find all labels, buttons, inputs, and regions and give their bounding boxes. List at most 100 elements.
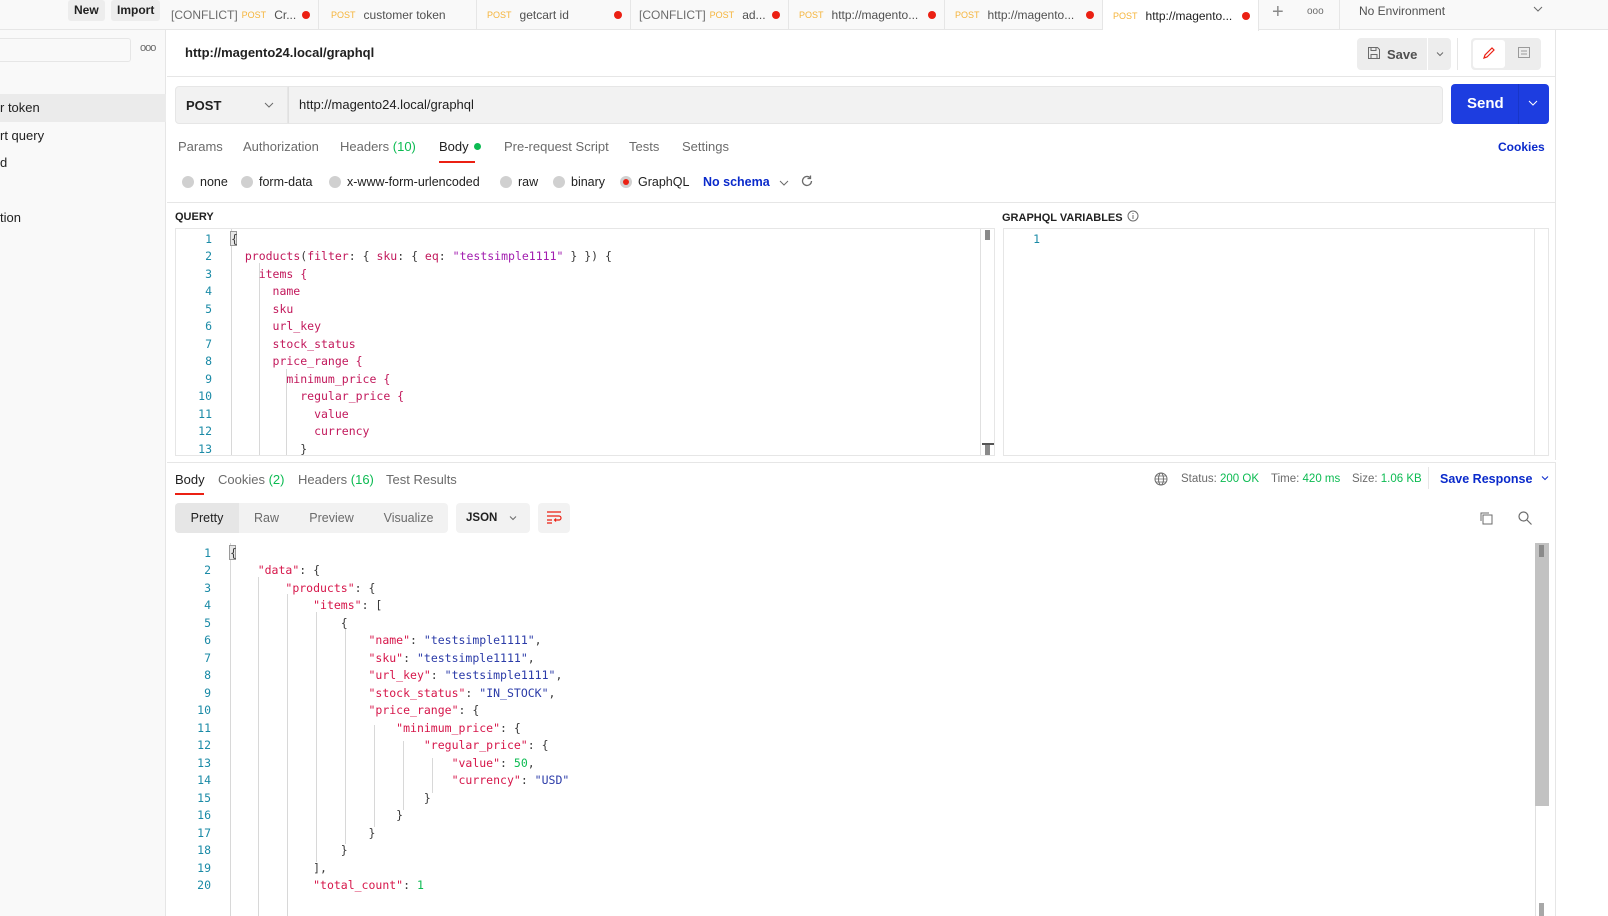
radio-label: form-data bbox=[259, 175, 313, 189]
view-preview[interactable]: Preview bbox=[309, 511, 354, 525]
search-icon[interactable] bbox=[1517, 510, 1533, 529]
sidebar-item[interactable]: r token bbox=[0, 94, 166, 122]
status-info: Status: 200 OK bbox=[1181, 473, 1259, 485]
chevron-down-icon[interactable] bbox=[778, 177, 790, 192]
tab-label: Headers bbox=[340, 139, 390, 154]
view-raw[interactable]: Raw bbox=[253, 511, 279, 525]
tab-headers[interactable]: Headers (10) bbox=[340, 139, 416, 154]
method-label: POST bbox=[799, 10, 824, 20]
copy-icon[interactable] bbox=[1478, 510, 1494, 529]
request-tab[interactable]: POST customer token bbox=[319, 0, 477, 30]
line-number: 14 bbox=[197, 773, 211, 787]
tab-tests[interactable]: Tests bbox=[629, 139, 660, 154]
tab-settings[interactable]: Settings bbox=[682, 139, 729, 154]
tab-body[interactable]: Body bbox=[439, 139, 481, 154]
request-tab[interactable]: [CONFLICT] POST ad... bbox=[631, 0, 789, 30]
json-line: "currency": "USD" bbox=[451, 773, 570, 787]
save-options-button[interactable] bbox=[1427, 38, 1452, 70]
scrollbar-thumb[interactable] bbox=[1535, 543, 1549, 806]
method-select[interactable]: POST bbox=[175, 86, 288, 124]
tab-authorization[interactable]: Authorization bbox=[243, 139, 319, 154]
radio-label: GraphQL bbox=[638, 175, 690, 189]
format-select[interactable]: JSON bbox=[456, 503, 530, 533]
radio-icon bbox=[182, 176, 194, 188]
code-line: url_key bbox=[231, 319, 322, 333]
wrap-lines-button[interactable] bbox=[538, 503, 570, 533]
line-number: 5 bbox=[204, 616, 211, 630]
size-info: Size: 1.06 KB bbox=[1352, 473, 1422, 485]
body-type-raw[interactable]: raw bbox=[500, 175, 538, 189]
body-type-form-data[interactable]: form-data bbox=[241, 175, 313, 189]
tab-pre-request-script[interactable]: Pre-request Script bbox=[504, 139, 609, 154]
save-label: Save bbox=[1387, 46, 1418, 62]
request-tab[interactable]: POST http://magento... bbox=[789, 0, 945, 30]
scrollbar-thumb[interactable] bbox=[985, 230, 990, 240]
top-tab-bar: New Import [CONFLICT] POST Cr... POST cu… bbox=[0, 0, 1608, 31]
save-button[interactable]: Save bbox=[1357, 38, 1428, 70]
tab-params[interactable]: Params bbox=[178, 139, 223, 154]
body-type-none[interactable]: none bbox=[182, 175, 228, 189]
sidebar: ooo r token rt query d tion bbox=[0, 30, 166, 916]
body-type-graphql[interactable]: GraphQL bbox=[620, 175, 689, 189]
request-tab[interactable]: [CONFLICT] POST Cr... bbox=[163, 0, 319, 30]
view-pretty[interactable]: Pretty bbox=[175, 503, 239, 533]
line-number: 8 bbox=[204, 668, 211, 682]
request-title[interactable]: http://magento24.local/graphql bbox=[185, 45, 375, 60]
import-button[interactable]: Import bbox=[111, 0, 161, 21]
divider bbox=[1428, 467, 1429, 489]
send-options-chevron-icon[interactable] bbox=[1527, 97, 1539, 112]
request-tab-active[interactable]: POST http://magento... bbox=[1103, 0, 1259, 31]
request-tab[interactable]: POST http://magento... bbox=[945, 0, 1103, 30]
request-tab[interactable]: POST getcart id bbox=[477, 0, 631, 30]
sidebar-search-input[interactable] bbox=[0, 38, 131, 62]
response-tab-headers[interactable]: Headers (16) bbox=[298, 472, 374, 487]
sidebar-item[interactable]: tion bbox=[0, 210, 21, 225]
sidebar-item[interactable]: d bbox=[0, 155, 8, 170]
line-number: 12 bbox=[197, 738, 211, 752]
body-type-binary[interactable]: binary bbox=[553, 175, 605, 189]
refresh-icon[interactable] bbox=[800, 174, 814, 191]
response-body-viewer[interactable]: 1 { 2 "data": { 3 "products": { 4 "items… bbox=[175, 543, 1549, 916]
resize-handle[interactable] bbox=[985, 445, 990, 455]
code-line: name bbox=[231, 284, 301, 298]
query-editor[interactable]: 1 { 2 products(filter: { sku: { eq: "tes… bbox=[175, 228, 995, 456]
line-number: 17 bbox=[197, 826, 211, 840]
add-tab-icon[interactable]: + bbox=[1272, 1, 1284, 23]
query-label: QUERY bbox=[175, 211, 214, 223]
sidebar-more-icon[interactable]: ooo bbox=[140, 42, 156, 54]
variables-editor[interactable]: 1 bbox=[1003, 228, 1549, 456]
time-label: Time: bbox=[1271, 473, 1300, 485]
line-number: 13 bbox=[197, 756, 211, 770]
scrollbar-marker bbox=[1539, 903, 1544, 916]
pencil-icon bbox=[1481, 45, 1497, 64]
documentation-mode-button[interactable] bbox=[1509, 40, 1539, 68]
more-tabs-icon[interactable]: ooo bbox=[1307, 6, 1324, 17]
edit-mode-button[interactable] bbox=[1473, 40, 1505, 68]
sidebar-item[interactable]: rt query bbox=[0, 128, 45, 143]
body-type-urlencoded[interactable]: x-www-form-urlencoded bbox=[329, 175, 480, 189]
response-tab-cookies[interactable]: Cookies (2) bbox=[218, 472, 284, 487]
time-value: 420 ms bbox=[1302, 473, 1341, 485]
new-button[interactable]: New bbox=[68, 0, 105, 21]
response-tab-body[interactable]: Body bbox=[175, 472, 205, 487]
schema-select[interactable]: No schema bbox=[703, 175, 770, 189]
line-number: 8 bbox=[205, 354, 212, 368]
save-response-button[interactable]: Save Response bbox=[1440, 472, 1550, 486]
url-input[interactable]: http://magento24.local/graphql bbox=[288, 86, 1443, 124]
info-icon[interactable] bbox=[1127, 210, 1139, 225]
resize-handle[interactable] bbox=[982, 443, 994, 445]
send-button[interactable]: Send bbox=[1467, 95, 1504, 112]
cookies-link[interactable]: Cookies bbox=[1498, 140, 1545, 154]
line-number: 20 bbox=[197, 878, 211, 892]
code-line: } bbox=[231, 442, 308, 456]
code-line: { bbox=[231, 232, 238, 246]
globe-icon[interactable] bbox=[1154, 472, 1168, 489]
line-number: 10 bbox=[197, 703, 211, 717]
view-visualize[interactable]: Visualize bbox=[383, 511, 434, 525]
header-count: (10) bbox=[392, 139, 416, 154]
environment-select[interactable]: No Environment bbox=[1340, 0, 1560, 30]
divider bbox=[1518, 84, 1519, 124]
indent-guide bbox=[432, 758, 433, 793]
response-tab-test-results[interactable]: Test Results bbox=[386, 472, 457, 487]
line-number: 3 bbox=[204, 581, 211, 595]
